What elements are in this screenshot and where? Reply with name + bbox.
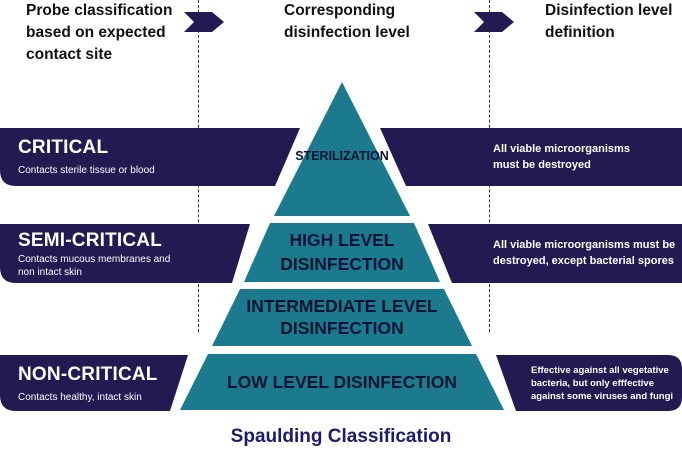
definition-band-non-critical bbox=[496, 355, 682, 411]
level-sterilization: STERILIZATION bbox=[295, 149, 389, 163]
definition-semi-critical: All viable microorganisms must be destro… bbox=[493, 239, 676, 267]
chevron-right-icon bbox=[474, 12, 514, 32]
definition-band-semi-critical bbox=[428, 224, 682, 283]
pyramid-tier-sterilization bbox=[274, 82, 410, 216]
pyramid-tier-intermediate bbox=[212, 289, 472, 346]
header-level-definition: Disinfection level definition bbox=[545, 2, 673, 41]
pyramid-tier-low bbox=[180, 354, 504, 410]
pyramid-tier-high bbox=[244, 223, 440, 282]
definition-band-critical bbox=[380, 128, 682, 186]
category-subtitle-critical: Contacts sterile tissue or blood bbox=[18, 165, 155, 176]
category-title-semi-critical: SEMI-CRITICAL bbox=[18, 230, 163, 251]
header-probe-classification: Probe classification based on expected c… bbox=[26, 2, 173, 63]
level-low: LOW LEVEL DISINFECTION bbox=[226, 372, 458, 392]
level-intermediate: INTERMEDIATE LEVEL DISINFECTION bbox=[246, 296, 438, 338]
definition-critical: All viable microorganisms must be destro… bbox=[493, 143, 630, 171]
category-title-non-critical: NON-CRITICAL bbox=[18, 364, 158, 385]
category-subtitle-semi-critical: Contacts mucous membranes and non intact… bbox=[18, 254, 171, 278]
chevron-right-icon bbox=[184, 12, 224, 32]
band-semi-critical bbox=[0, 224, 250, 283]
diagram-caption: Spaulding Classification bbox=[230, 426, 452, 447]
band-critical bbox=[0, 128, 300, 186]
category-subtitle-non-critical: Contacts healthy, intact skin bbox=[18, 392, 142, 403]
category-title-critical: CRITICAL bbox=[18, 137, 109, 158]
level-high: HIGH LEVEL DISINFECTION bbox=[280, 230, 404, 274]
band-non-critical bbox=[0, 355, 188, 411]
definition-non-critical: Effective against all vegetative bacteri… bbox=[531, 365, 674, 402]
header-disinfection-level: Corresponding disinfection level bbox=[284, 2, 410, 41]
